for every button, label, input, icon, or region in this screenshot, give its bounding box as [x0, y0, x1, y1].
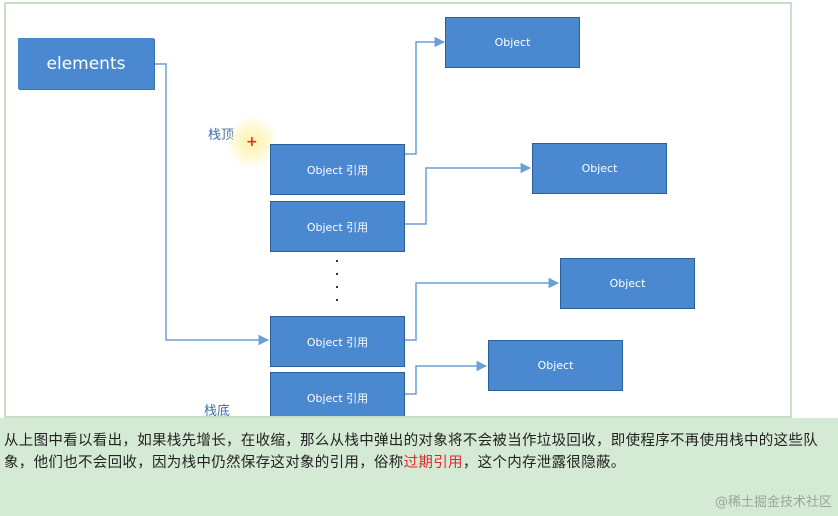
- caption-text-after: ，这个内存泄露很隐蔽。: [462, 455, 626, 471]
- object-box: Object: [488, 340, 623, 391]
- object-reference-label: Object 引用: [306, 335, 369, 349]
- ref1-to-object1-arrow: [405, 36, 446, 155]
- watermark: @稀土掘金技术社区: [714, 495, 832, 510]
- elements-box: elements: [18, 38, 154, 89]
- object-reference-label: Object 引用: [306, 163, 369, 177]
- explanation-caption: 从上图中看以看出，如果栈先增长，在收缩，那么从栈中弹出的对象将不会被当作垃圾回收…: [0, 418, 838, 516]
- object-box: Object: [532, 143, 667, 194]
- ellipsis-dot: [336, 286, 338, 288]
- cursor-crosshair-icon: +: [246, 134, 258, 150]
- caption-text-before: 从上图中看以看出，如果栈先增长，在收缩，那么从栈中弹出的对象将不会被当作垃圾回收…: [4, 433, 818, 471]
- ref3-to-object3-arrow: [405, 277, 560, 341]
- object-label: Object: [609, 277, 646, 290]
- object-reference-box: Object 引用: [270, 144, 405, 195]
- object-box: Object: [560, 258, 695, 309]
- elements-label: elements: [46, 53, 126, 74]
- ref2-to-object2-arrow: [405, 162, 532, 225]
- stack-bottom-label: 栈底: [204, 404, 231, 418]
- ellipsis-dot: [336, 273, 338, 275]
- caption-highlight-term: 过期引用: [403, 455, 463, 471]
- object-reference-label: Object 引用: [306, 220, 369, 234]
- object-label: Object: [537, 359, 574, 372]
- elements-pointer-arrow: [154, 63, 270, 346]
- ellipsis-dot: [336, 260, 338, 262]
- ellipsis-dot: [336, 299, 338, 301]
- cursor-highlight: [226, 116, 278, 168]
- ref4-to-object4-arrow: [405, 360, 488, 395]
- object-reference-label: Object 引用: [306, 391, 369, 405]
- object-box: Object: [445, 17, 580, 68]
- connector-lines: [154, 36, 560, 395]
- object-reference-box: Object 引用: [270, 372, 405, 416]
- object-label: Object: [494, 36, 531, 49]
- object-reference-box: Object 引用: [270, 201, 405, 252]
- object-label: Object: [581, 162, 618, 175]
- object-reference-box: Object 引用: [270, 316, 405, 367]
- memory-leak-diagram: elements 栈顶 + Object 引用 Object 引用 Object…: [4, 2, 792, 418]
